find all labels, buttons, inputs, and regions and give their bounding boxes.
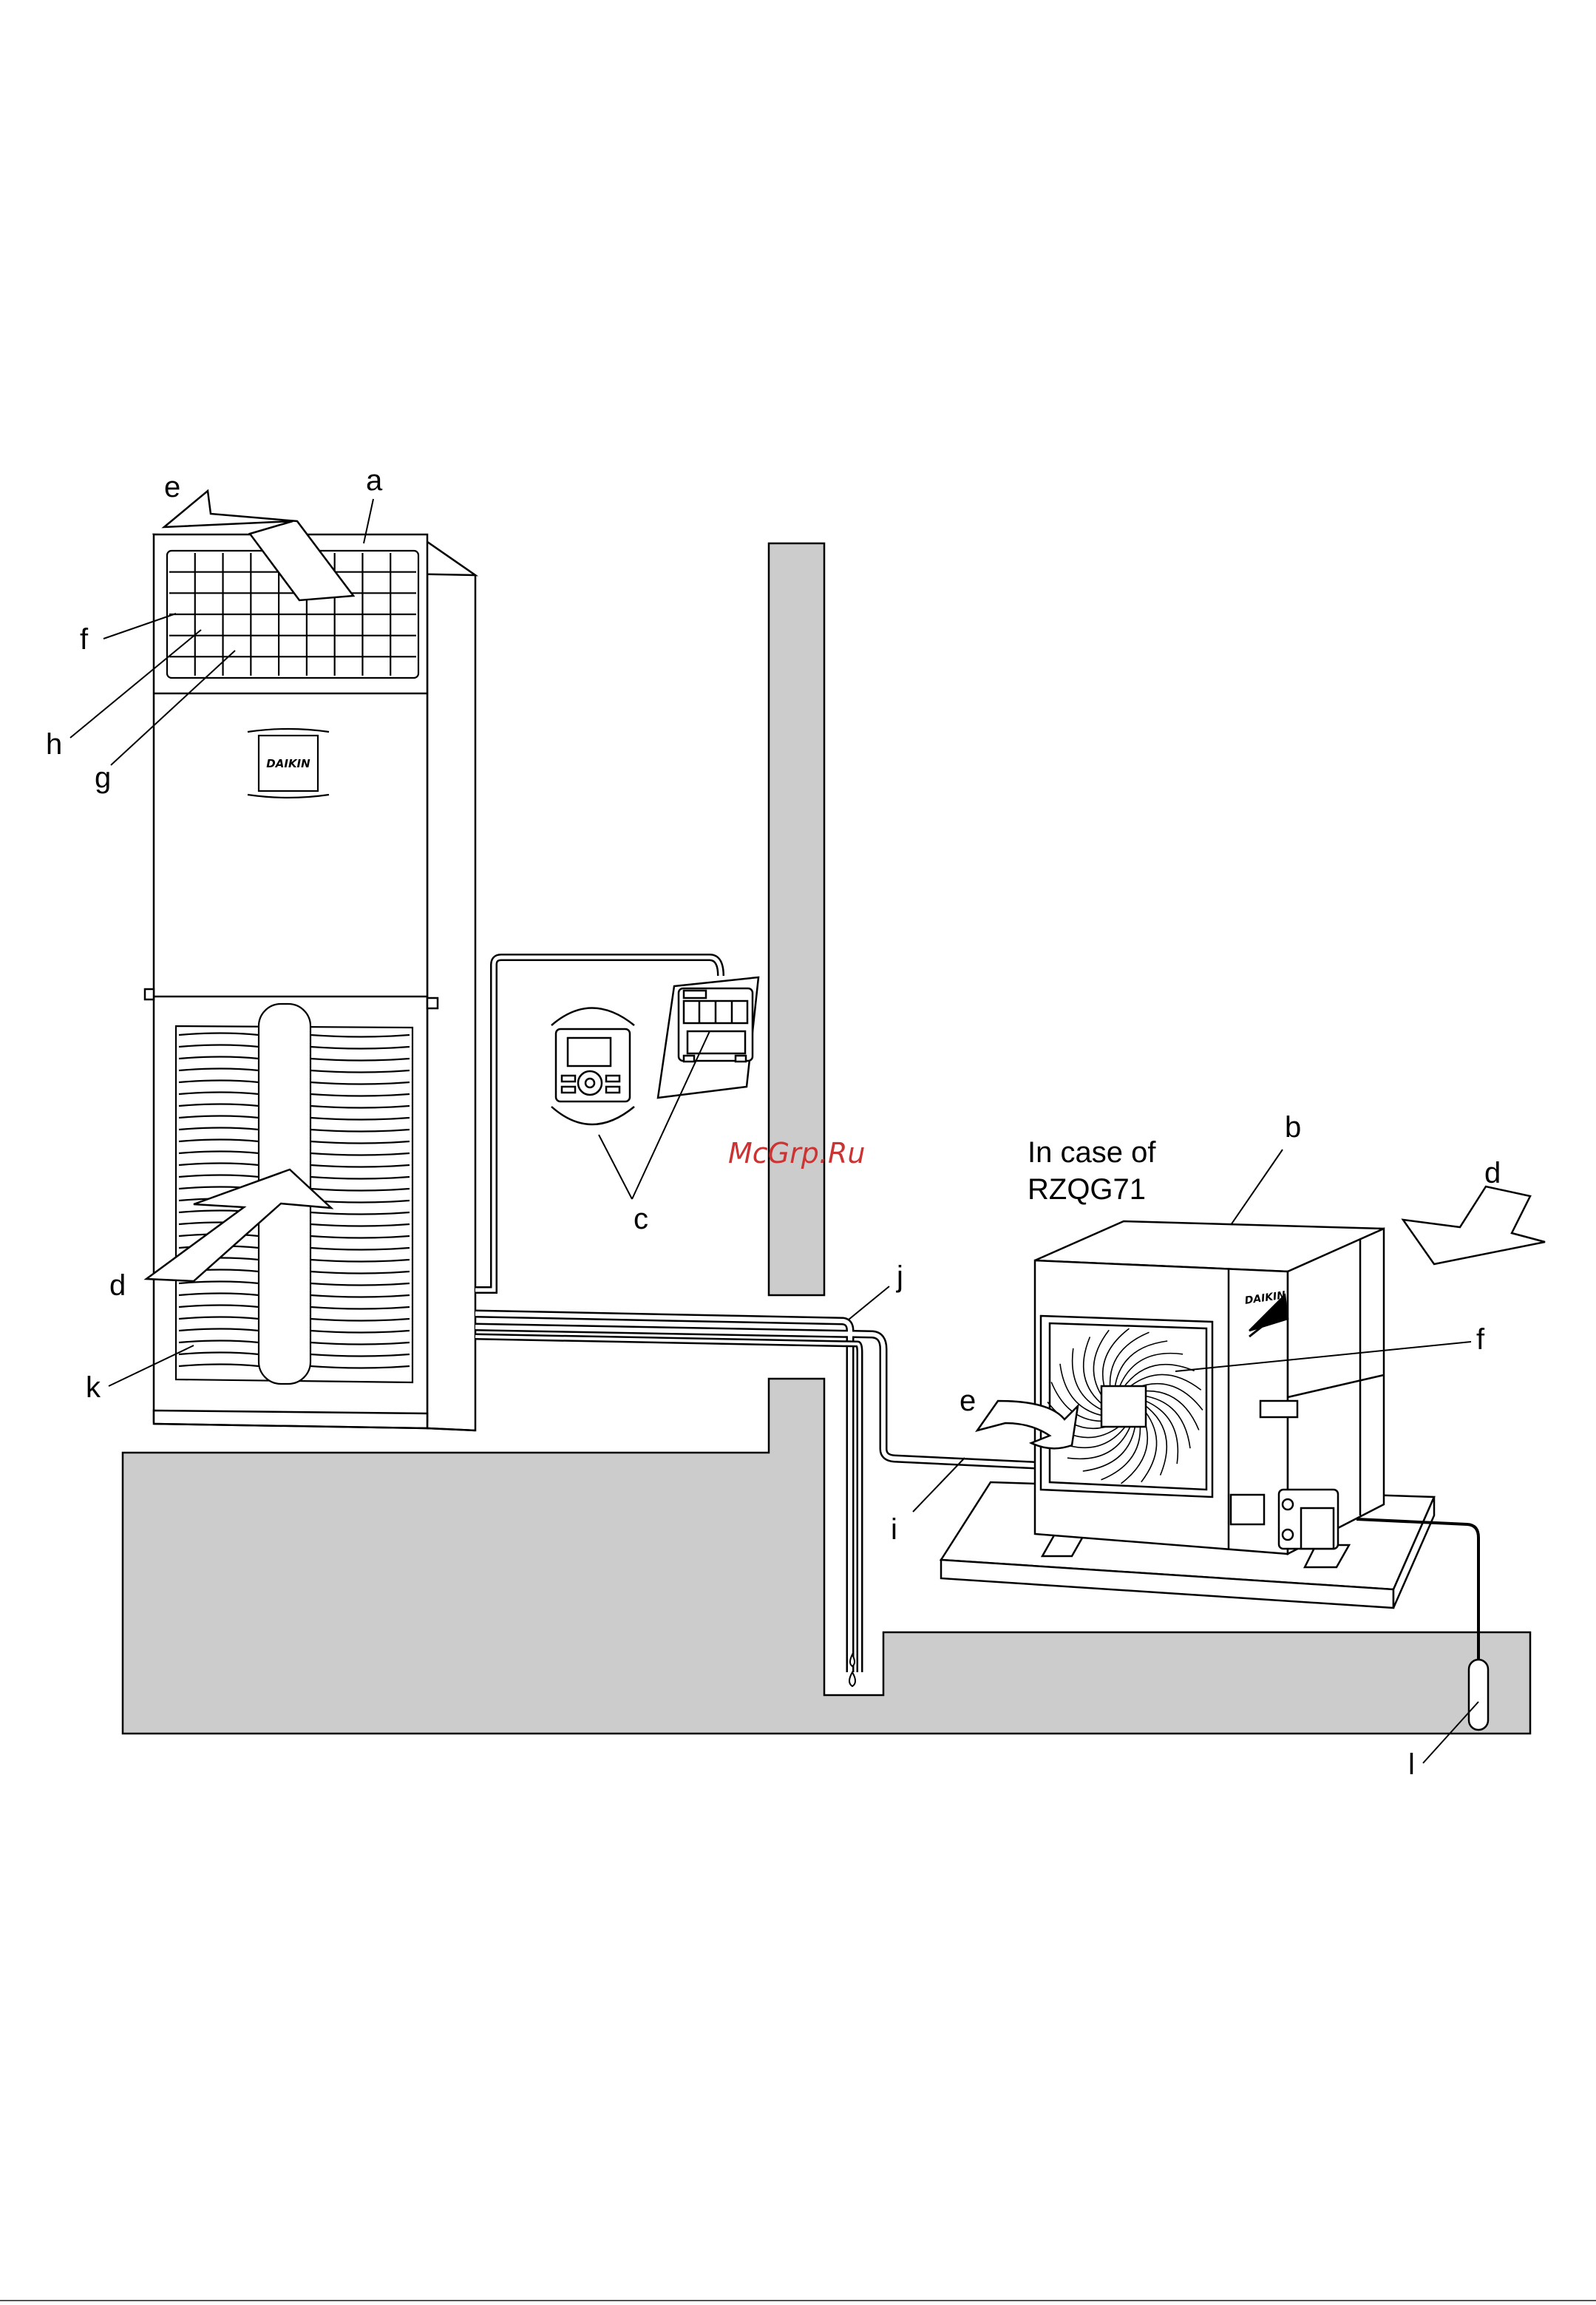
- remote-controller-handheld: [658, 977, 758, 1098]
- label-l: l: [1408, 1748, 1415, 1781]
- label-k: k: [86, 1371, 101, 1404]
- partition-wall: [769, 543, 824, 1295]
- earth-rod: [1469, 1660, 1488, 1730]
- indoor-brand-logo: DAIKIN: [266, 757, 310, 770]
- label-d-indoor: d: [109, 1269, 126, 1302]
- label-e-outdoor: e: [960, 1385, 976, 1417]
- indoor-brand-plate: DAIKIN: [248, 729, 329, 798]
- outdoor-unit: DAIKIN: [1035, 1221, 1384, 1567]
- label-a: a: [366, 464, 383, 497]
- note-line-1: In case of: [1028, 1136, 1156, 1169]
- label-g: g: [95, 761, 111, 794]
- remote-controller-wired: [551, 1008, 634, 1125]
- note-line-2: RZQG71: [1028, 1173, 1146, 1206]
- label-i: i: [891, 1513, 897, 1546]
- label-d-outdoor: d: [1484, 1157, 1501, 1189]
- intake-arrow-outdoor: [1403, 1187, 1545, 1264]
- label-e-indoor: e: [164, 471, 180, 503]
- label-c: c: [634, 1203, 648, 1235]
- label-f-outdoor: f: [1476, 1323, 1485, 1356]
- watermark: McGrp.Ru: [728, 1137, 865, 1170]
- label-j: j: [896, 1260, 903, 1293]
- model-note: In case of RZQG71: [1028, 1136, 1156, 1206]
- label-b: b: [1285, 1111, 1301, 1144]
- label-f-indoor: f: [80, 623, 89, 656]
- label-h: h: [46, 728, 62, 761]
